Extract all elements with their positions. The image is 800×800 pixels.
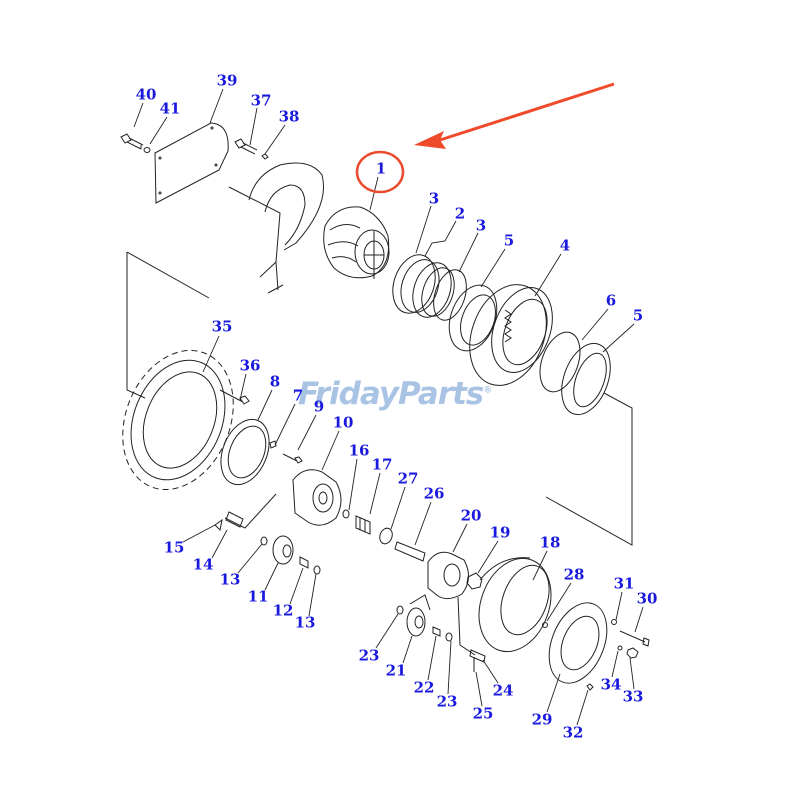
callout-part-27: 27 [397, 469, 419, 488]
callout-part-4: 4 [559, 236, 571, 255]
washer-23b-icon [445, 632, 453, 642]
callout-part-29: 29 [531, 710, 553, 729]
callout-part-25: 25 [472, 704, 494, 723]
pin-15-icon [214, 518, 223, 532]
callout-part-33: 33 [622, 687, 644, 706]
nut-33-icon [626, 647, 639, 659]
leader-lines [133, 88, 644, 726]
sprocket-35-icon [122, 349, 234, 491]
highlight-circle-icon [355, 150, 405, 194]
callout-part-37: 37 [250, 91, 272, 110]
plug-28-icon [542, 622, 548, 628]
callout-part-21: 21 [385, 661, 407, 680]
callout-part-9: 9 [313, 397, 325, 416]
callout-part-3: 3 [428, 189, 440, 208]
washer-13b-icon [313, 565, 321, 575]
callout-part-1: 1 [375, 159, 387, 178]
callout-part-20: 20 [460, 506, 482, 525]
pin-34-icon [617, 645, 623, 651]
callout-part-39: 39 [216, 71, 238, 90]
washer-41-icon [143, 147, 151, 153]
callout-part-14: 14 [192, 555, 214, 574]
callout-part-34: 34 [600, 675, 622, 694]
washer-31-icon [611, 619, 617, 625]
cover-29-icon [548, 602, 608, 684]
watermark-text: FridayParts [298, 376, 484, 412]
callout-part-7: 7 [292, 386, 304, 405]
callout-part-5: 5 [503, 231, 515, 250]
callout-part-40: 40 [135, 85, 157, 104]
callout-part-13: 13 [219, 570, 241, 589]
registered-mark: ® [483, 385, 492, 396]
bolt-40-icon [120, 133, 144, 150]
callout-part-16: 16 [348, 441, 370, 460]
hub-4-icon [469, 284, 553, 386]
washer-13-icon [260, 536, 268, 546]
lock-plate-7-icon [269, 440, 277, 449]
callout-part-18: 18 [539, 533, 561, 552]
callout-part-28: 28 [563, 565, 585, 584]
bolt-32-icon [586, 683, 594, 691]
callout-part-11: 11 [247, 587, 269, 606]
callout-part-12: 12 [272, 601, 294, 620]
callout-part-35: 35 [211, 317, 233, 336]
callout-part-13: 13 [294, 613, 316, 632]
o-ring-6-icon [539, 331, 581, 393]
callout-part-36: 36 [239, 356, 261, 375]
carrier-10-icon [292, 469, 342, 526]
needle-bearing-12-icon [299, 556, 309, 569]
callout-part-10: 10 [332, 413, 354, 432]
red-arrow-icon [414, 82, 615, 149]
callout-part-38: 38 [278, 107, 300, 126]
ring-27-icon [379, 527, 393, 545]
washer-23-icon [396, 605, 404, 615]
callout-part-2: 2 [454, 204, 466, 223]
bolt-9-icon [282, 453, 303, 464]
bearing-5b-icon [561, 342, 611, 416]
bearing-17-icon [355, 515, 371, 535]
callout-part-24: 24 [492, 681, 514, 700]
bolt-30-icon [619, 630, 650, 647]
shaft-26-icon [394, 541, 426, 562]
nut-19-icon [466, 572, 483, 590]
callout-part-22: 22 [413, 678, 435, 697]
callout-part-3: 3 [475, 216, 487, 235]
callout-part-8: 8 [269, 372, 281, 391]
bearing-22-icon [432, 626, 441, 637]
carrier-20-icon [427, 551, 469, 600]
callout-part-17: 17 [371, 455, 393, 474]
callout-part-31: 31 [613, 574, 635, 593]
callout-part-41: 41 [159, 99, 181, 118]
callout-part-19: 19 [489, 523, 511, 542]
callout-part-26: 26 [423, 484, 445, 503]
callout-part-6: 6 [605, 291, 617, 310]
floating-seal-2-icon [392, 254, 467, 321]
callout-part-30: 30 [636, 589, 658, 608]
gear-21-icon [406, 607, 426, 637]
ring-gear-18-icon [478, 557, 552, 653]
travel-motor-1-icon [323, 206, 390, 279]
watermark-logo: FridayParts® [298, 376, 492, 412]
washer-16-icon [342, 509, 350, 519]
callout-part-5: 5 [632, 306, 644, 325]
cover-plate-39-icon [154, 122, 229, 204]
washer-38-icon [261, 153, 269, 160]
shaft-14-icon [225, 511, 244, 528]
callout-part-15: 15 [163, 538, 185, 557]
gear-11-icon [272, 535, 294, 565]
callout-part-32: 32 [562, 723, 584, 742]
callout-part-23: 23 [358, 646, 380, 665]
callout-part-23: 23 [436, 692, 458, 711]
ring-8-icon [220, 418, 270, 486]
